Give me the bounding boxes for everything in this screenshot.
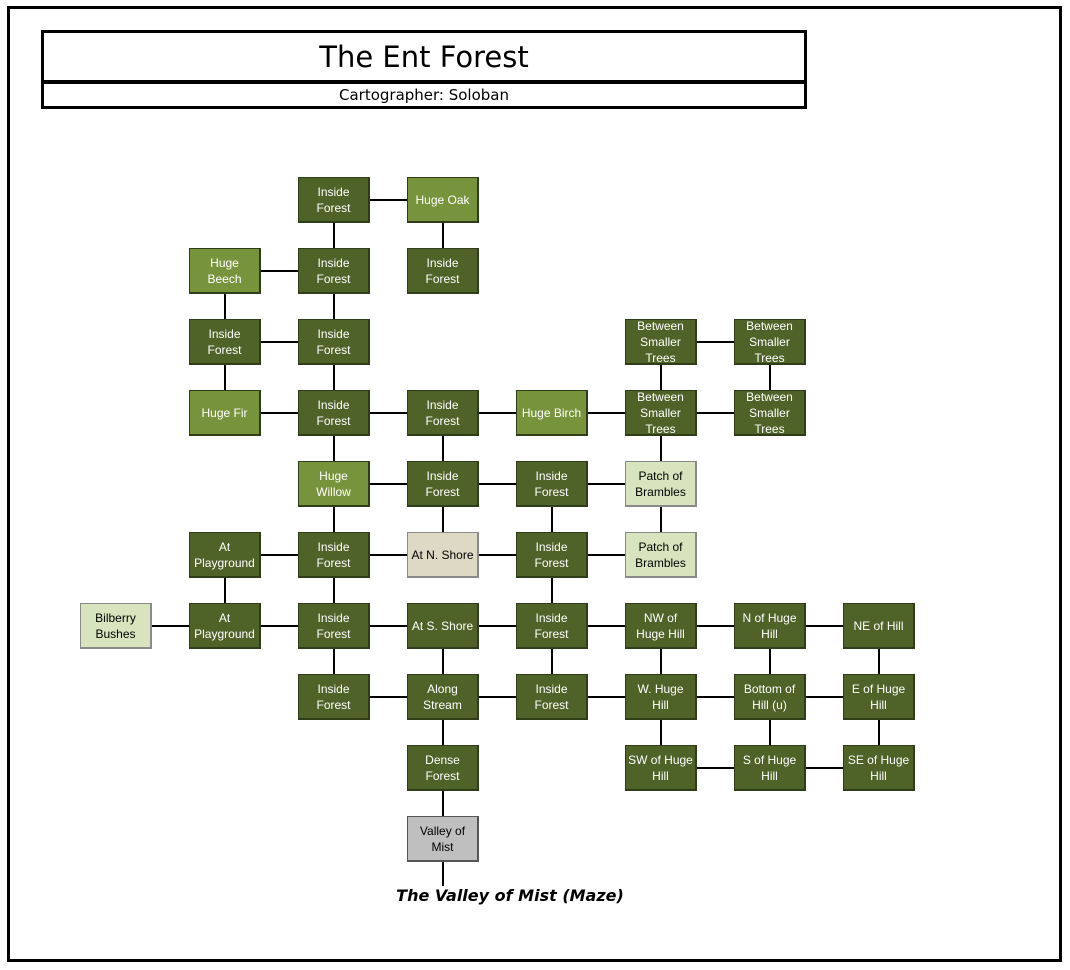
room-if9: Inside Forest [516, 461, 588, 507]
room-label: Between Smaller Trees [637, 389, 684, 436]
room-label: Between Smaller Trees [637, 318, 684, 365]
room-bilberry: Bilberry Bushes [80, 603, 152, 649]
room-play1: At Playground [189, 532, 261, 578]
room-label: Inside Forest [534, 610, 569, 641]
room-label: Inside Forest [425, 255, 460, 286]
room-label: Inside Forest [534, 681, 569, 712]
room-if3: Inside Forest [407, 248, 479, 294]
room-if6: Inside Forest [298, 390, 370, 436]
room-if1: Inside Forest [298, 177, 370, 223]
room-fir: Huge Fir [189, 390, 261, 436]
room-if14: Inside Forest [298, 674, 370, 720]
room-oak: Huge Oak [407, 177, 479, 223]
room-label: Dense Forest [425, 752, 460, 783]
room-bst3: Between Smaller Trees [625, 390, 697, 436]
room-sehill: SE of Huge Hill [843, 745, 915, 791]
room-label: Valley of Mist [419, 823, 466, 854]
room-if4: Inside Forest [189, 319, 261, 365]
room-if11: Inside Forest [516, 532, 588, 578]
room-if13: Inside Forest [516, 603, 588, 649]
room-bst2: Between Smaller Trees [734, 319, 806, 365]
room-stream: Along Stream [407, 674, 479, 720]
room-if12: Inside Forest [298, 603, 370, 649]
room-label: At S. Shore [411, 618, 474, 633]
room-label: NE of Hill [853, 618, 904, 633]
room-dense: Dense Forest [407, 745, 479, 791]
room-label: Inside Forest [316, 610, 351, 641]
room-pb1: Patch of Brambles [625, 461, 697, 507]
room-label: Huge Beech [207, 255, 242, 286]
room-label: Huge Birch [521, 405, 582, 420]
room-label: SE of Huge Hill [847, 752, 910, 783]
room-label: At N. Shore [411, 547, 474, 562]
room-label: NW of Huge Hill [636, 610, 685, 641]
room-label: Between Smaller Trees [746, 389, 793, 436]
room-nhill: N of Huge Hill [734, 603, 806, 649]
room-nwhill: NW of Huge Hill [625, 603, 697, 649]
room-bottom: Bottom of Hill (u) [734, 674, 806, 720]
room-label: Inside Forest [534, 539, 569, 570]
room-swhill: SW of Huge Hill [625, 745, 697, 791]
room-label: Inside Forest [207, 326, 242, 357]
room-ehill: E of Huge Hill [843, 674, 915, 720]
room-play2: At Playground [189, 603, 261, 649]
room-label: At Playground [194, 610, 255, 641]
room-label: Inside Forest [425, 397, 460, 428]
room-label: Bilberry Bushes [95, 610, 136, 641]
room-birch: Huge Birch [516, 390, 588, 436]
room-shill: S of Huge Hill [734, 745, 806, 791]
room-label: Inside Forest [534, 468, 569, 499]
room-if5: Inside Forest [298, 319, 370, 365]
room-if7: Inside Forest [407, 390, 479, 436]
room-label: Inside Forest [425, 468, 460, 499]
room-label: Huge Fir [201, 405, 248, 420]
room-label: Huge Oak [415, 192, 470, 207]
room-label: N of Huge Hill [742, 610, 797, 641]
room-label: Inside Forest [316, 255, 351, 286]
room-beech: Huge Beech [189, 248, 261, 294]
room-label: Patch of Brambles [635, 539, 686, 570]
room-bst4: Between Smaller Trees [734, 390, 806, 436]
room-mist: Valley of Mist [407, 816, 479, 862]
room-nehill: NE of Hill [843, 603, 915, 649]
room-label: Inside Forest [316, 397, 351, 428]
room-label: Between Smaller Trees [746, 318, 793, 365]
room-label: At Playground [194, 539, 255, 570]
cartographer-credit: Cartographer: Soloban [41, 81, 807, 109]
room-label: Patch of Brambles [635, 468, 686, 499]
room-label: Inside Forest [316, 539, 351, 570]
room-label: E of Huge Hill [851, 681, 906, 712]
room-whill: W. Huge Hill [625, 674, 697, 720]
exit-caption: The Valley of Mist (Maze) [396, 886, 624, 905]
room-pb2: Patch of Brambles [625, 532, 697, 578]
room-label: S of Huge Hill [742, 752, 797, 783]
room-label: Inside Forest [316, 184, 351, 215]
room-label: Huge Willow [316, 468, 351, 499]
room-if10: Inside Forest [298, 532, 370, 578]
room-label: Bottom of Hill (u) [743, 681, 796, 712]
room-label: SW of Huge Hill [628, 752, 693, 783]
room-willow: Huge Willow [298, 461, 370, 507]
room-sshore: At S. Shore [407, 603, 479, 649]
room-label: Inside Forest [316, 681, 351, 712]
room-label: Along Stream [423, 681, 462, 712]
room-label: W. Huge Hill [637, 681, 684, 712]
room-if2: Inside Forest [298, 248, 370, 294]
room-if8: Inside Forest [407, 461, 479, 507]
room-bst1: Between Smaller Trees [625, 319, 697, 365]
room-nshore: At N. Shore [407, 532, 479, 578]
room-if15: Inside Forest [516, 674, 588, 720]
room-label: Inside Forest [316, 326, 351, 357]
map-title: The Ent Forest [41, 30, 807, 83]
